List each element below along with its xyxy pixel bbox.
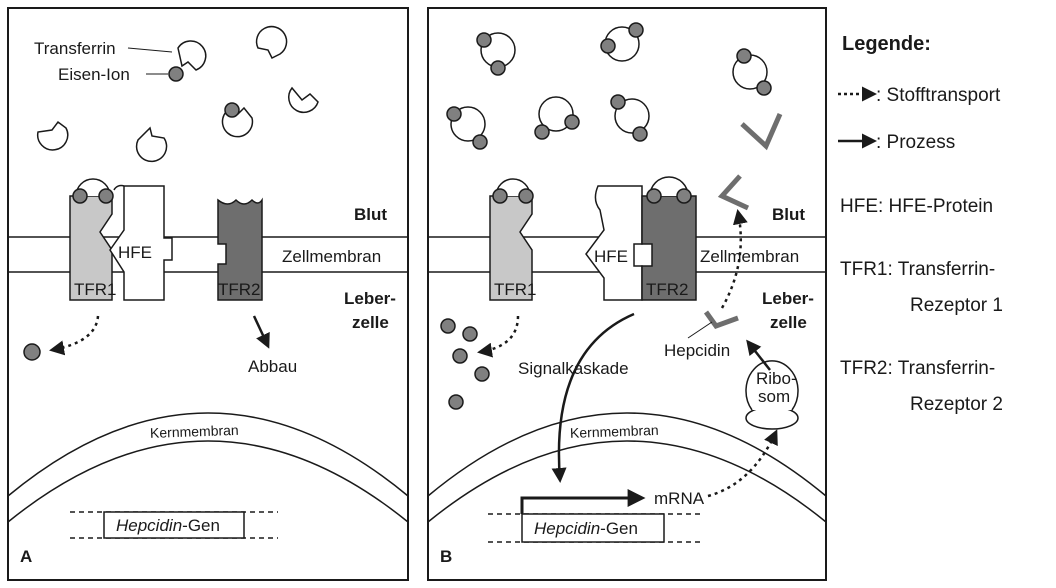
hepcidin-molecule-2 (717, 174, 750, 211)
mrna-label: mRNA (654, 489, 705, 508)
transferrin-pointer (127, 47, 173, 53)
hepcidin-pointer (687, 321, 713, 339)
liver-cell-a-label-1: Leber- (344, 289, 396, 308)
hfe-a (109, 184, 173, 301)
hepcidin-molecule-1 (740, 112, 783, 151)
hepcidin-gene-a-label: Hepcidin-Gen (116, 516, 220, 535)
free-iron-b (440, 318, 490, 410)
transcription-arrow (520, 489, 646, 514)
hfe-b (585, 185, 643, 301)
nuclear-membrane-b-outer (427, 412, 827, 497)
legend-hfe: HFE: HFE-Protein (840, 196, 993, 217)
iron-transport-arrow-a (49, 315, 100, 356)
hfe-b-label: HFE (594, 247, 628, 266)
nuclear-membrane-b-label: Kernmembran (570, 422, 659, 441)
ribosome-small-subunit (745, 406, 799, 430)
panel-a: Kernmembran Transferrin Eisen-Ion TFR1 H… (7, 7, 409, 581)
iron-ion-a (168, 66, 240, 118)
membrane-a-label: Zellmembran (282, 247, 381, 266)
nuclear-membrane-b-inner (427, 440, 827, 523)
liver-cell-a-label-2: zelle (352, 313, 389, 332)
liver-cell-b-label-2: zelle (770, 313, 807, 332)
legend-tfr1-b: Rezeptor 1 (910, 295, 1003, 316)
tfr1-a-label: TFR1 (74, 280, 117, 299)
ribosome-label-2: som (758, 387, 790, 406)
ribosome-large-subunit (745, 360, 799, 411)
degradation-label: Abbau (248, 357, 297, 376)
bound-iron-b1 (492, 188, 508, 204)
legend-title: Legende: (842, 33, 931, 55)
legend-process: : Prozess (876, 132, 955, 153)
panel-b: Kernmembran TFR1 HFE (427, 7, 827, 581)
bound-iron-b2 (518, 188, 534, 204)
legend-transport: : Stofftransport (876, 85, 1001, 106)
blood-a-label: Blut (354, 205, 387, 224)
iron-ion-label: Eisen-Ion (58, 65, 130, 84)
panel-b-letter: B (440, 547, 452, 566)
tfr2-a-label: TFR2 (218, 280, 261, 299)
transferrin-label: Transferrin (34, 39, 116, 58)
tfr2-b-label: TFR2 (646, 280, 689, 299)
signal-cascade-arrow (551, 312, 635, 483)
tfr2-a (217, 197, 263, 301)
ribosome-to-hepcidin-arrow (746, 339, 771, 371)
hepcidin-gene-b (521, 513, 665, 543)
free-iron-a (23, 343, 41, 361)
panel-b-frame (427, 7, 827, 581)
legend: Legende: : Stofftransport : Prozess HFE:… (838, 33, 1003, 415)
transferrin-a (36, 25, 319, 163)
tfr1-b-label: TFR1 (494, 280, 537, 299)
ribosome-label-1: Ribo- (756, 369, 797, 388)
hepcidin-gene-a (103, 511, 245, 539)
legend-tfr2-a: TFR2: Transferrin- (840, 358, 995, 379)
mrna-transport-arrow (707, 429, 778, 498)
iron-transport-arrow-b (477, 315, 520, 358)
hepcidin-export-arrow (720, 209, 748, 309)
nuclear-membrane-a-label: Kernmembran (150, 422, 239, 441)
bound-iron-b3 (646, 188, 662, 204)
legend-tfr1-a: TFR1: Transferrin- (840, 259, 995, 280)
iron-ion-b (446, 22, 772, 150)
legend-tfr2-b: Rezeptor 2 (910, 394, 1003, 415)
tfr2-b (641, 195, 697, 301)
hepcidin-molecule-3 (703, 310, 739, 329)
signal-cascade-label: Signalkaskade (518, 359, 629, 378)
membrane-b-label: Zellmembran (700, 247, 799, 266)
bound-iron-a1 (72, 188, 88, 204)
degradation-arrow (252, 315, 270, 349)
nuclear-membrane-a-inner (7, 440, 409, 523)
panel-a-letter: A (20, 547, 32, 566)
bound-iron-a2 (98, 188, 114, 204)
nuclear-membrane-a-outer (7, 412, 409, 497)
blood-b-label: Blut (772, 205, 805, 224)
hfe-a-label: HFE (118, 243, 152, 262)
transferrin-b (450, 26, 768, 142)
hepcidin-label: Hepcidin (664, 341, 730, 360)
liver-cell-b-label-1: Leber- (762, 289, 814, 308)
bound-iron-b4 (676, 188, 692, 204)
panel-a-frame (7, 7, 409, 581)
hepcidin-gene-b-label: Hepcidin-Gen (534, 519, 638, 538)
